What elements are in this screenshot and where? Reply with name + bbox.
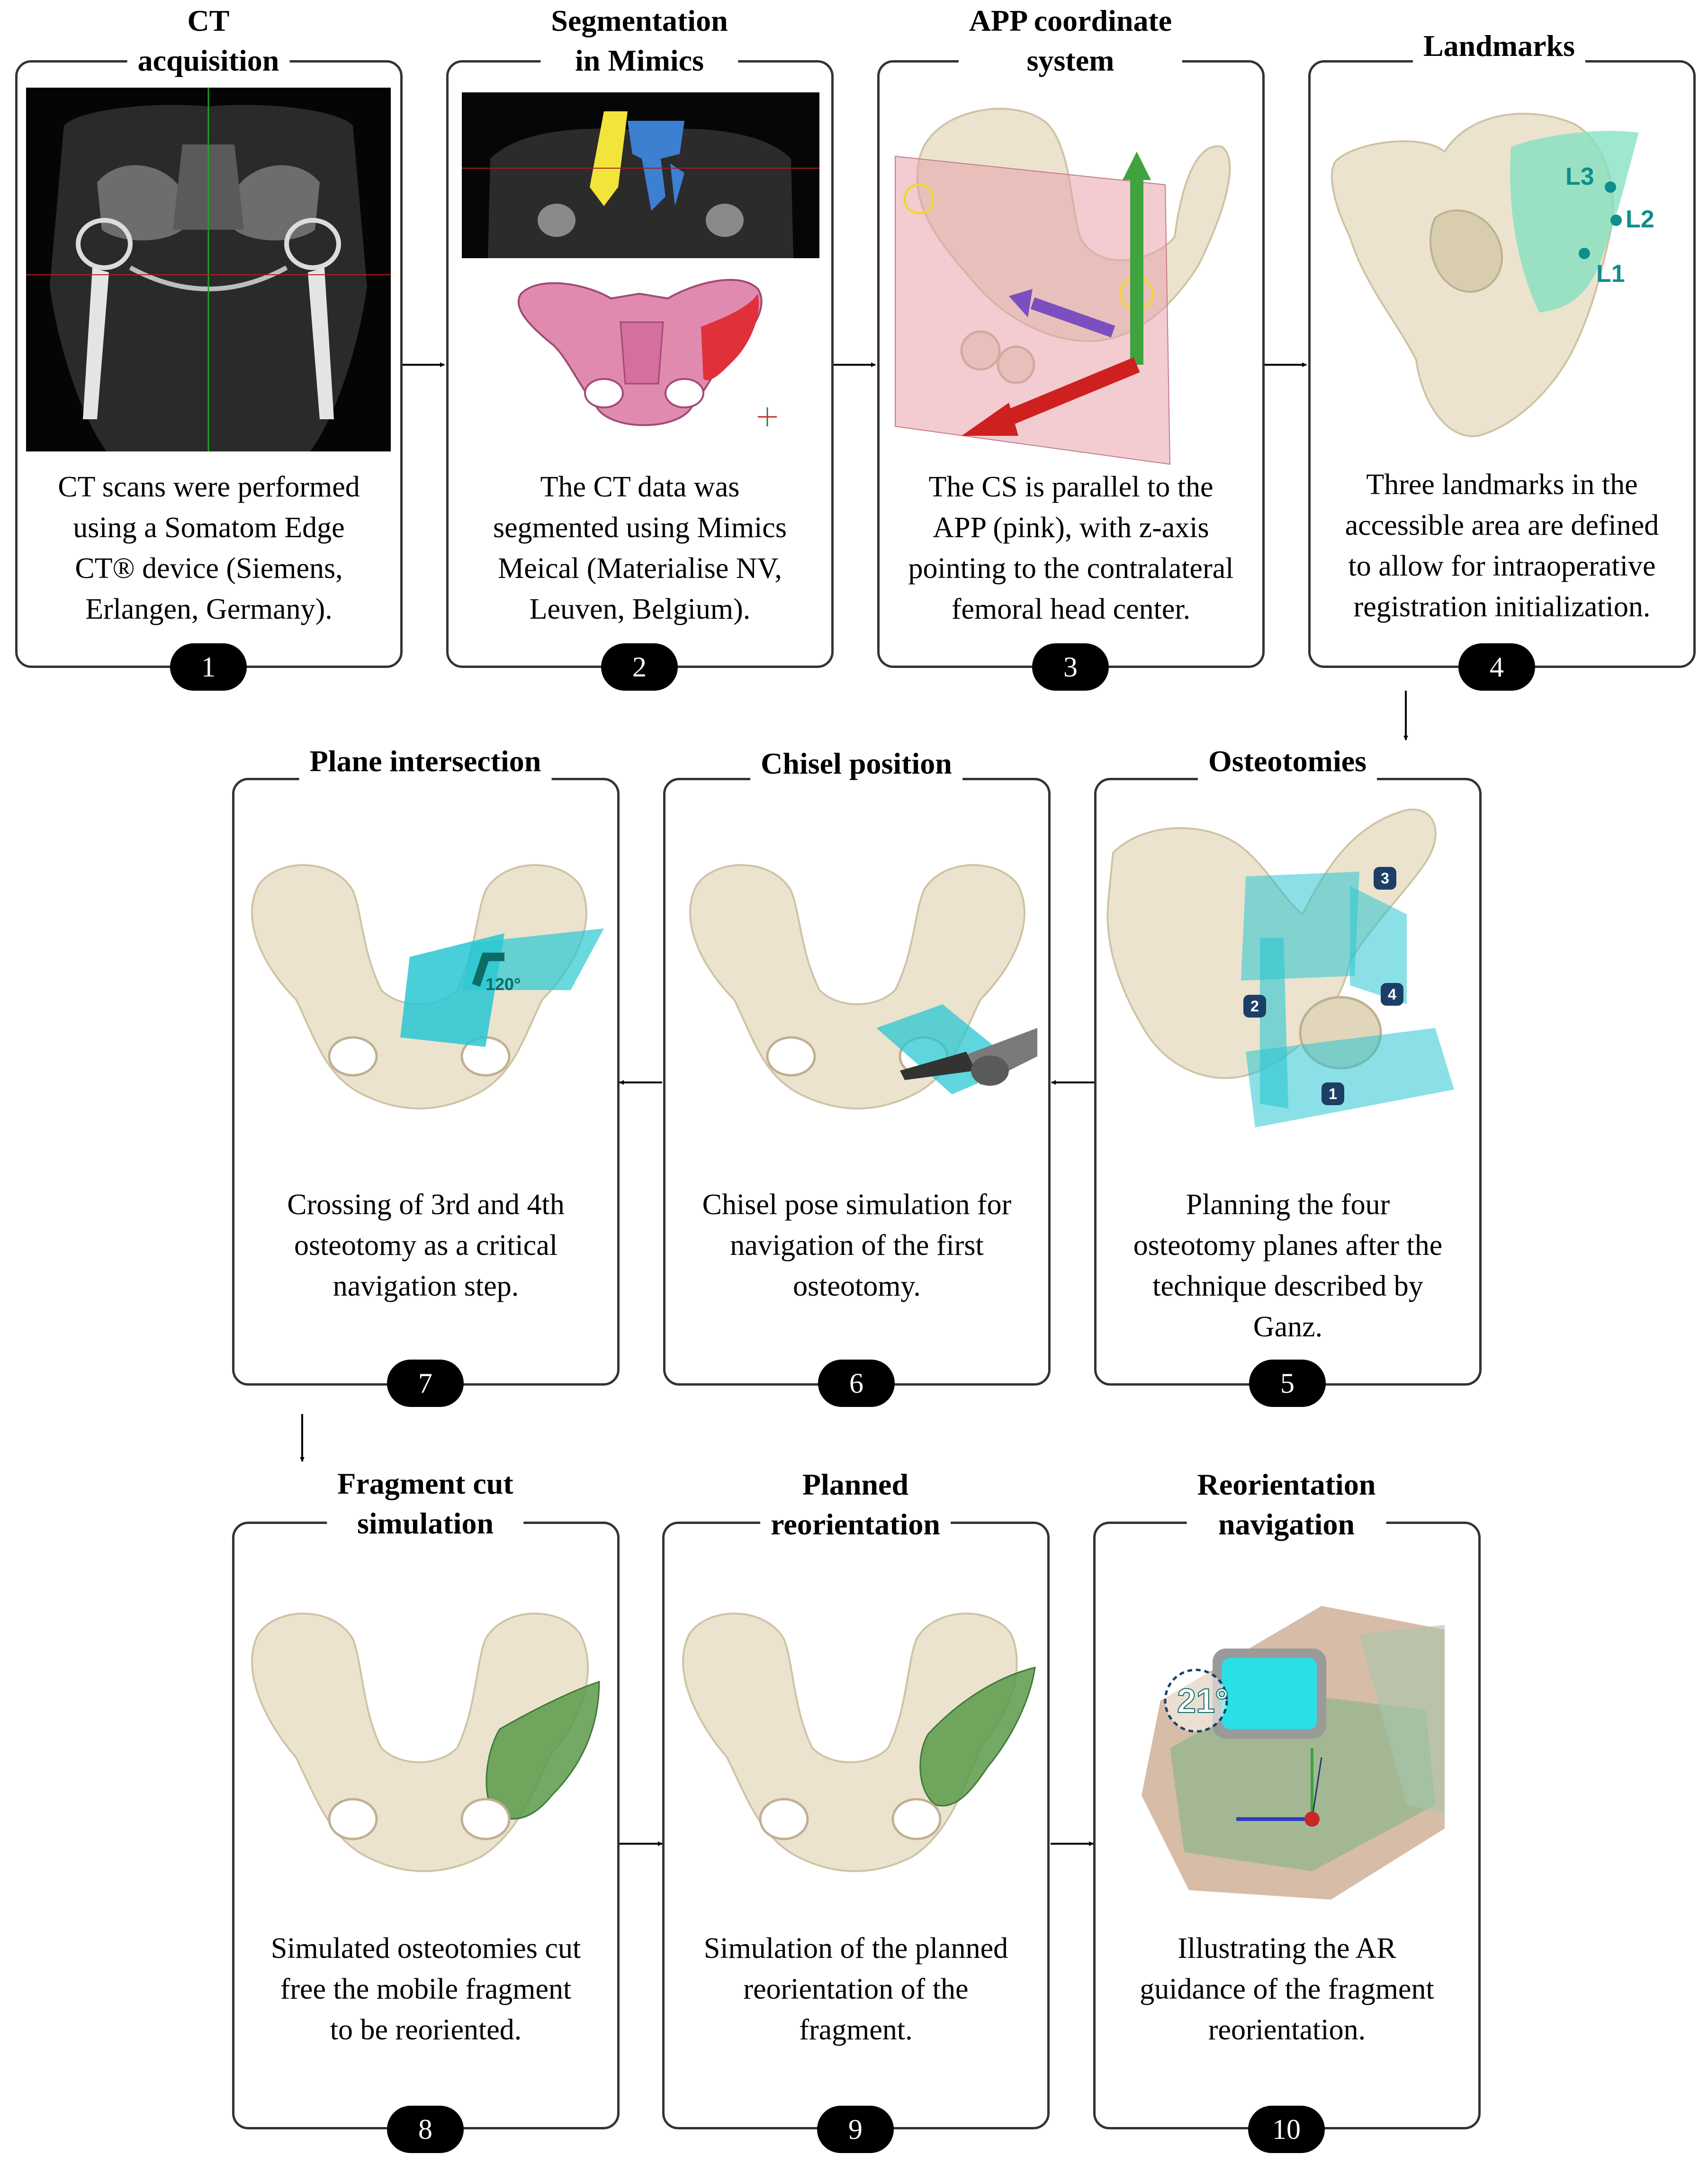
fragment-cut-model [251,1613,600,1872]
step-3-badge: 3 [1032,643,1109,691]
svg-text:1: 1 [1329,1085,1337,1102]
step-7-title: Plane intersection [299,741,552,781]
step-10-badge: 10 [1248,2106,1325,2153]
plane-marker-1: 1 [1321,1082,1344,1105]
planned-reorientation-model [682,1613,1036,1872]
step-1-badge: 1 [170,643,247,691]
step-9-badge: 9 [817,2106,894,2153]
ct-scan-image [26,88,391,452]
segmentation-ct-slice [462,92,819,258]
step-4-badge: 4 [1458,643,1535,691]
chisel-position-model [689,864,1037,1109]
landmark-l2-label: L2 [1626,206,1654,233]
segmented-pelvis-model [517,279,777,426]
ar-navigation-view: 21° [1142,1606,1445,1900]
step-6-badge: 6 [818,1360,895,1407]
svg-text:4: 4 [1388,986,1396,1003]
step-5-title: Osteotomies [1197,741,1377,781]
step-6-title: Chisel position [750,744,962,784]
step-5-badge: 5 [1249,1360,1326,1407]
plane-marker-3: 3 [1374,867,1396,890]
landmark-l3-label: L3 [1565,163,1594,190]
svg-text:3: 3 [1381,870,1389,887]
plane-marker-2: 2 [1243,995,1266,1018]
plane-marker-4: 4 [1381,983,1403,1006]
overlay-angle-label: 21° [1177,1682,1229,1720]
landmark-l1-label: L1 [1596,260,1625,288]
step-8-badge: 8 [387,2106,464,2153]
plane-intersection-model: 120° [251,864,604,1109]
step-4-title: Landmarks [1412,26,1586,66]
landmarks-pelvis-model: L3 L2 L1 [1330,113,1654,437]
step-7-badge: 7 [387,1360,464,1407]
app-coordinate-model [895,108,1231,465]
angle-label: 120° [485,974,521,994]
osteotomies-model: 1 2 3 4 [1106,808,1454,1127]
step-2-badge: 2 [601,643,678,691]
svg-text:2: 2 [1250,998,1259,1015]
